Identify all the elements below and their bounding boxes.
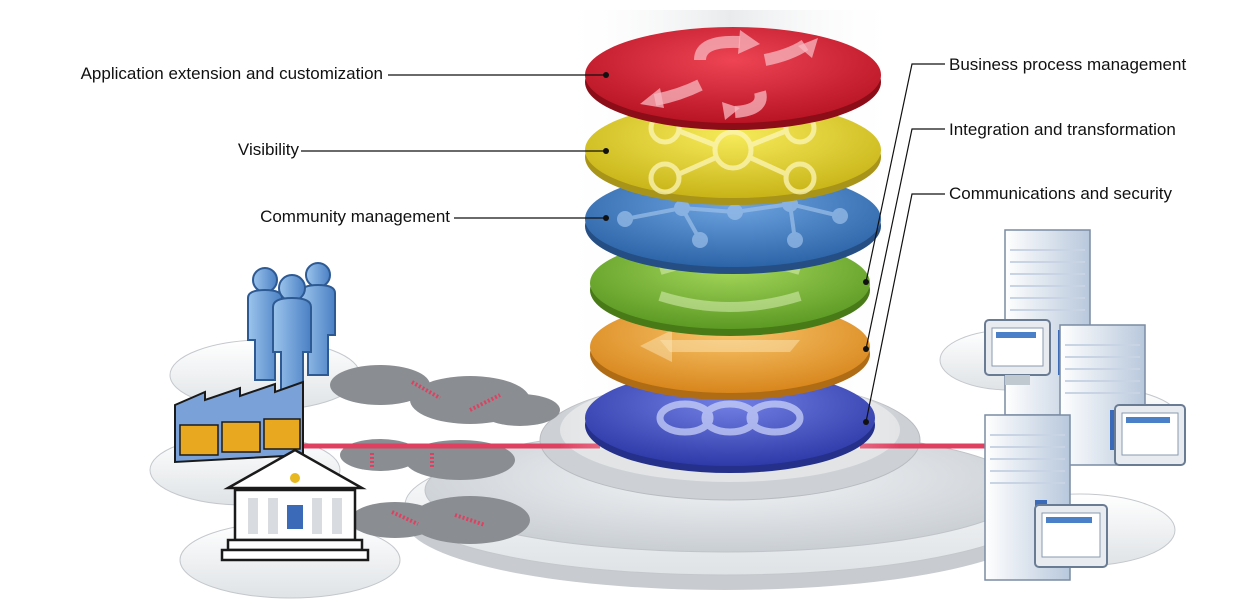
label-visibility: Visibility [237, 140, 299, 159]
label-integration-transformation: Integration and transformation [949, 120, 1176, 139]
label-community-management: Community management [260, 207, 450, 226]
arrow-head-icon [640, 330, 672, 362]
leader-integration [865, 128, 945, 350]
monitor-icon [984, 319, 1051, 385]
leader-communications [865, 193, 945, 423]
layer-application-extension [585, 27, 881, 130]
network-icon [617, 196, 848, 248]
cycle-arrow-return-icon [658, 291, 802, 312]
leader-lines [301, 63, 945, 423]
layer-visibility [585, 102, 881, 205]
monitor-icon [1114, 404, 1186, 466]
layer-community-management [585, 171, 881, 274]
factory-icon [174, 380, 304, 464]
rings-icon [656, 400, 804, 436]
label-communications-security: Communications and security [949, 184, 1172, 203]
leader-dots [603, 72, 869, 425]
bank-icon [220, 448, 370, 562]
layer-communications-security [585, 370, 875, 473]
leader-business-process [865, 63, 945, 283]
arrow-icon [660, 340, 800, 352]
label-application-extension: Application extension and customization [80, 64, 383, 83]
monitor-icon [1034, 504, 1108, 568]
people-icon [247, 262, 336, 396]
label-business-process-management: Business process management [949, 55, 1187, 74]
